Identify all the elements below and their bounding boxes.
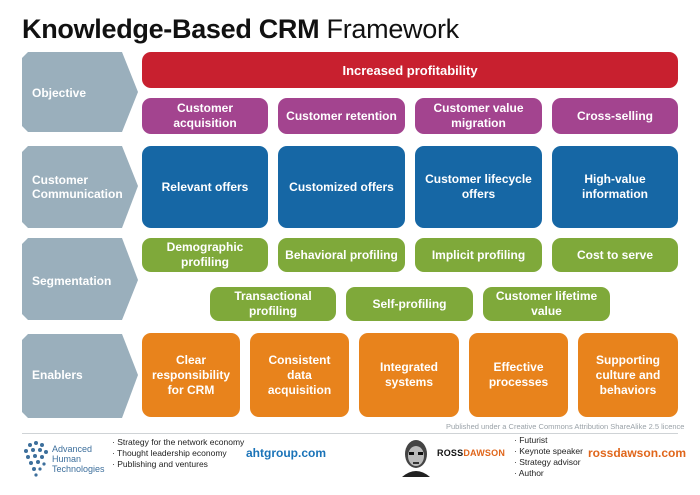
- aht-bullet-3: · Publishing and ventures: [112, 459, 208, 469]
- title-bold: Knowledge-Based CRM: [22, 14, 320, 44]
- objective-item-box: Customer retention: [278, 98, 405, 134]
- communication-box: High-value information: [552, 146, 678, 228]
- footer-divider: [22, 433, 678, 434]
- segmentation-box: Demographic profiling: [142, 238, 268, 272]
- brand-part-dawson: DAWSON: [463, 448, 506, 458]
- objective-item-box: Cross-selling: [552, 98, 678, 134]
- arrow-communication: [22, 146, 138, 228]
- enabler-box: Clear responsibility for CRM: [142, 333, 240, 417]
- segmentation-box: Cost to serve: [552, 238, 678, 272]
- objective-item-box: Customer value migration: [415, 98, 542, 134]
- brand-part-ross: ROSS: [437, 448, 464, 458]
- row-label-enablers: Enablers: [32, 368, 83, 382]
- segmentation-box: Implicit profiling: [415, 238, 542, 272]
- row-label-segmentation: Segmentation: [32, 274, 112, 288]
- enabler-box: Effective processes: [469, 333, 568, 417]
- aht-logo-icon: [24, 441, 48, 477]
- rossdawson-brand: ROSSDAWSON: [437, 448, 505, 458]
- aht-bullet-1: · Strategy for the network economy: [112, 437, 245, 447]
- arrow-enablers: [22, 334, 138, 418]
- aht-url-link[interactable]: ahtgroup.com: [246, 446, 326, 460]
- enabler-box: Consistent data acquisition: [250, 333, 349, 417]
- segmentation-box: Customer lifetime value: [483, 287, 610, 321]
- segmentation-box: Self-profiling: [346, 287, 473, 321]
- row-label-objective: Objective: [32, 86, 87, 100]
- communication-box: Relevant offers: [142, 146, 268, 228]
- communication-box: Customized offers: [278, 146, 405, 228]
- rd-bullet-4: · Author: [514, 468, 544, 478]
- row-label-communication: Customer Communication: [32, 173, 123, 201]
- arrow-objective: [22, 52, 138, 132]
- enabler-box: Integrated systems: [359, 333, 459, 417]
- communication-box: Customer lifecycle offers: [415, 146, 542, 228]
- enabler-box: Supporting culture and behaviors: [578, 333, 678, 417]
- rd-bullet-3: · Strategy advisor: [514, 457, 581, 467]
- aht-bullet-2: · Thought leadership economy: [112, 448, 227, 458]
- arrow-segmentation: [22, 238, 138, 320]
- objective-item-box: Customer acquisition: [142, 98, 268, 134]
- title-light: Framework: [326, 14, 460, 44]
- page-title: Knowledge-Based CRM Framework: [22, 14, 459, 45]
- license-text: Published under a Creative Commons Attri…: [446, 422, 685, 431]
- segmentation-box: Behavioral profiling: [278, 238, 405, 272]
- row-arrows: [22, 52, 138, 418]
- portrait-icon: [398, 437, 434, 477]
- objective-top-box: Increased profitability: [142, 52, 678, 88]
- rd-url-link[interactable]: rossdawson.com: [588, 446, 687, 460]
- rd-bullet-1: · Futurist: [514, 435, 548, 445]
- segmentation-box: Transactional profiling: [210, 287, 336, 321]
- aht-name: Advanced Human Technologies: [52, 444, 105, 474]
- rd-bullet-2: · Keynote speaker: [514, 446, 583, 456]
